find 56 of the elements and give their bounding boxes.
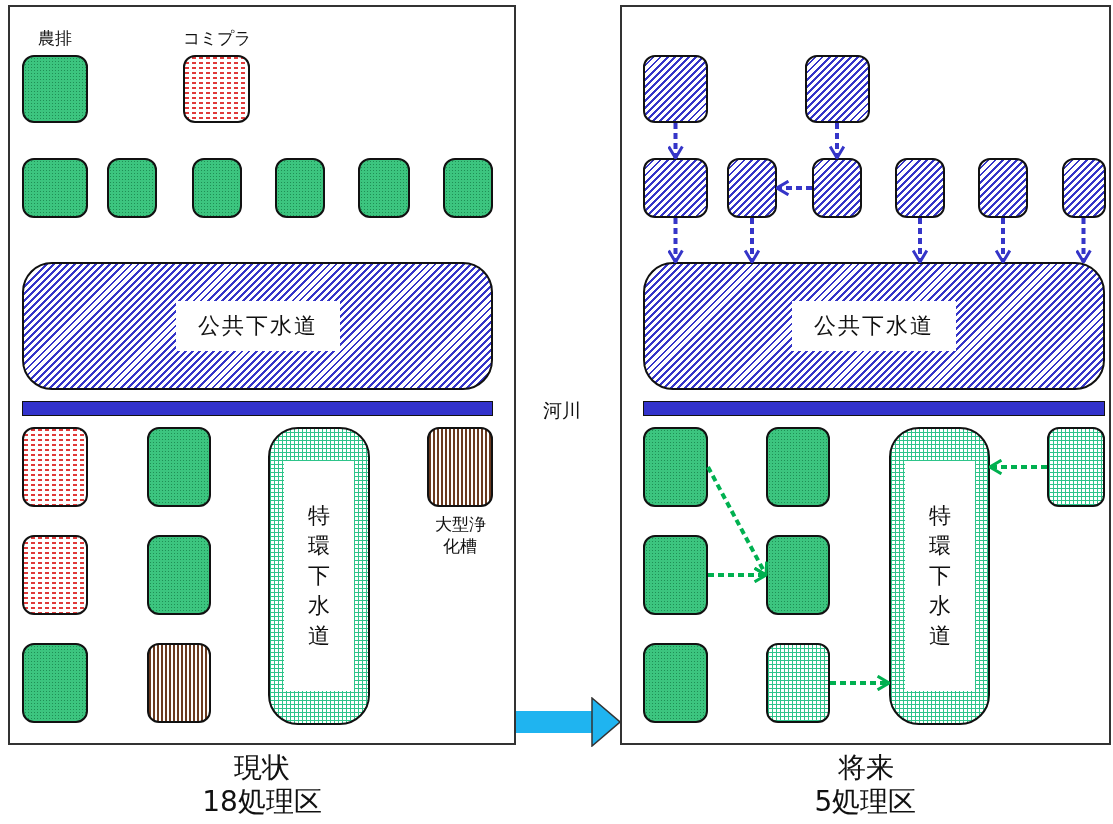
panel-caption: 現状 18処理区 [201, 751, 323, 819]
area-label: 公共下水道 [175, 301, 340, 351]
dashed-arrow [667, 218, 684, 264]
rounded-box [22, 535, 88, 615]
dashed-arrow [911, 218, 929, 264]
rounded-box [107, 158, 157, 218]
rounded-box [643, 427, 708, 507]
river-bar [643, 401, 1105, 416]
rounded-box [643, 158, 708, 218]
rounded-box [192, 158, 242, 218]
rounded-box [643, 643, 708, 723]
tall-area-box [889, 427, 990, 725]
dashed-arrow [994, 218, 1012, 264]
area-label: 大型浄化槽 [433, 513, 487, 557]
wide-area-box [643, 262, 1105, 390]
rounded-box [275, 158, 325, 218]
wide-area-box [22, 262, 493, 390]
dashed-arrow [743, 218, 761, 264]
rounded-box [1062, 158, 1106, 218]
dashed-arrow [708, 566, 768, 584]
rounded-box [147, 643, 211, 723]
rounded-box [766, 643, 830, 723]
rounded-box [978, 158, 1028, 218]
area-label: 農排 [38, 27, 72, 50]
panel-caption: 将来 5処理区 [813, 751, 918, 819]
rounded-box [147, 535, 211, 615]
rounded-box [22, 158, 88, 218]
dashed-arrow [988, 458, 1047, 476]
area-label: 特環下水道 [904, 461, 975, 691]
area-label: コミプラ [182, 27, 251, 50]
rounded-box [727, 158, 777, 218]
rounded-box [358, 158, 410, 218]
block-arrow [516, 697, 621, 747]
dashed-arrow [830, 674, 891, 692]
rounded-box [147, 427, 211, 507]
rounded-box [643, 55, 708, 123]
dashed-arrow [706, 466, 769, 577]
dashed-arrow [828, 123, 846, 160]
area-label: 特環下水道 [284, 461, 354, 691]
rounded-box [22, 643, 88, 723]
dashed-arrow [775, 179, 812, 197]
rounded-box [766, 535, 830, 615]
dashed-arrow [667, 123, 684, 160]
rounded-box [443, 158, 493, 218]
area-label: 公共下水道 [792, 301, 956, 351]
river-bar [22, 401, 493, 416]
rounded-box [1047, 427, 1105, 507]
river-label: 河川 [543, 398, 581, 423]
rounded-box [22, 427, 88, 507]
dashed-arrow [1075, 218, 1092, 264]
rounded-box [895, 158, 945, 218]
tall-area-box [268, 427, 370, 725]
rounded-box [766, 427, 830, 507]
rounded-box [805, 55, 870, 123]
rounded-box [812, 158, 862, 218]
rounded-box [643, 535, 708, 615]
